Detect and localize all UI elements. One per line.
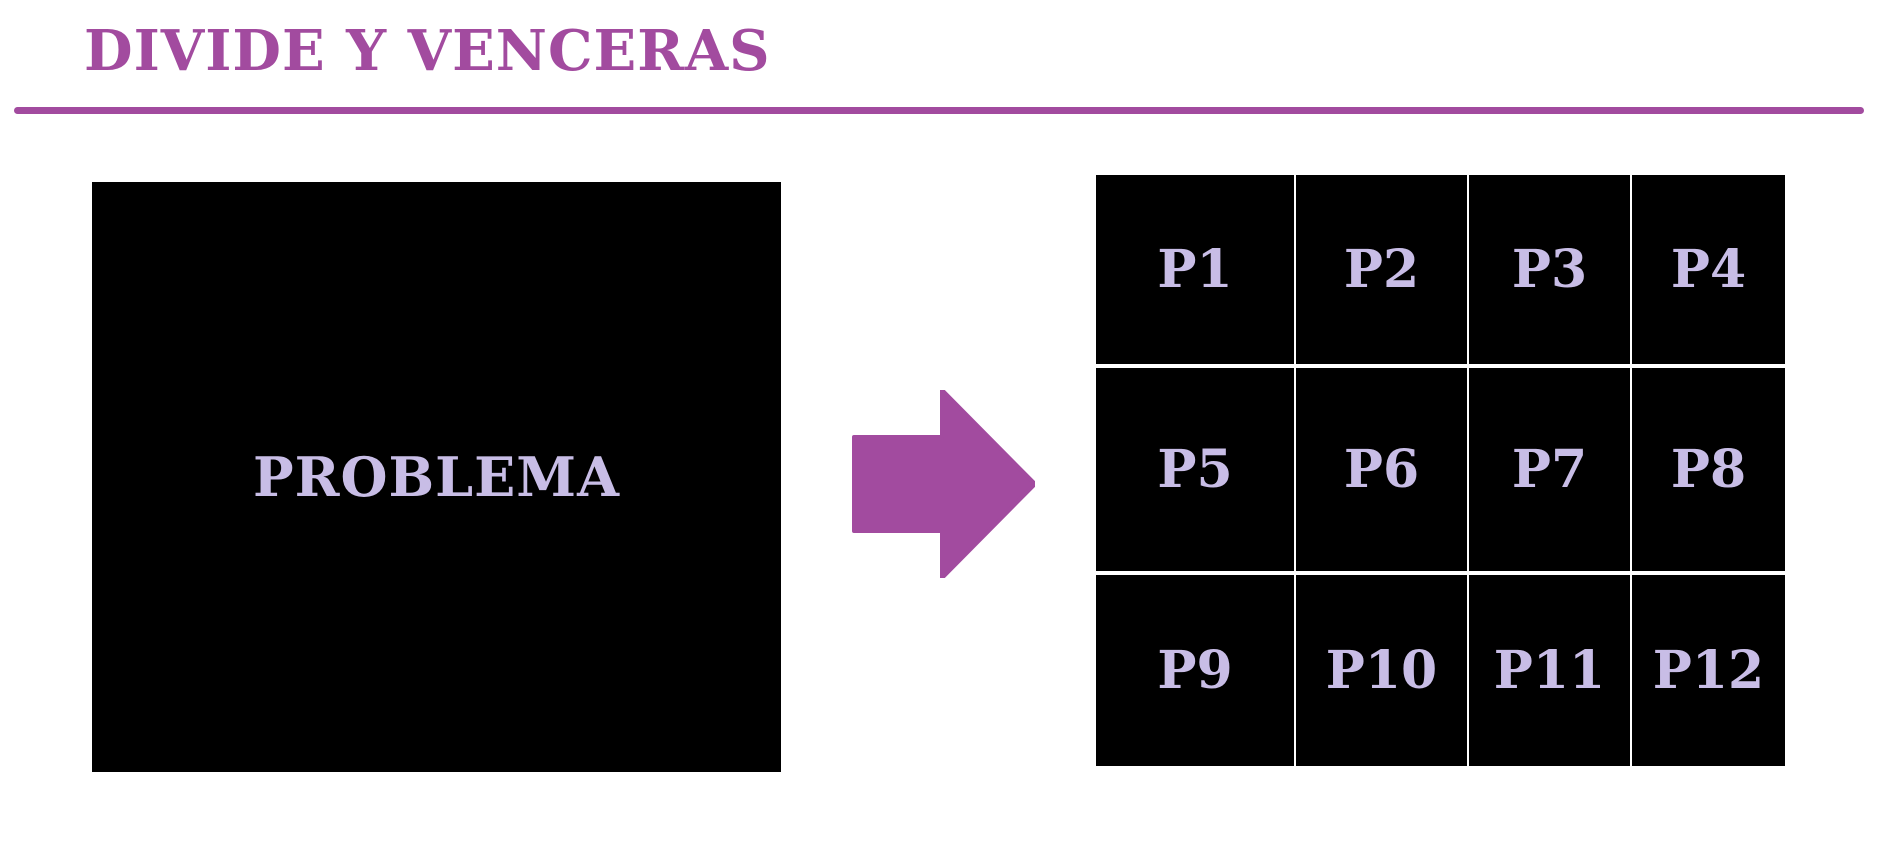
- slide-title: DIVIDE Y VENCERAS: [84, 18, 771, 84]
- subproblem-label: P2: [1343, 239, 1420, 300]
- subproblem-cell: P11: [1469, 575, 1630, 766]
- subproblem-label: P9: [1157, 640, 1233, 701]
- subproblem-label: P11: [1493, 640, 1606, 701]
- subproblem-cell: P9: [1096, 575, 1294, 766]
- problem-label: PROBLEMA: [253, 445, 620, 509]
- subproblem-label: P4: [1670, 239, 1747, 300]
- subproblem-label: P5: [1157, 439, 1233, 500]
- subproblem-label: P10: [1325, 640, 1438, 701]
- subproblem-label: P7: [1511, 439, 1588, 500]
- right-arrow-icon: [852, 390, 1035, 578]
- subproblem-label: P1: [1157, 239, 1233, 300]
- title-divider: [14, 107, 1864, 114]
- subproblem-grid: P1 P2 P3 P4 P5 P6 P7 P8 P9 P10 P11 P12: [1096, 175, 1785, 766]
- subproblem-label: P3: [1511, 239, 1588, 300]
- subproblem-cell: P2: [1296, 175, 1467, 364]
- subproblem-label: P8: [1670, 439, 1747, 500]
- problem-box: PROBLEMA: [92, 182, 781, 772]
- subproblem-cell: P6: [1296, 368, 1467, 571]
- subproblem-cell: P10: [1296, 575, 1467, 766]
- subproblem-cell: P3: [1469, 175, 1630, 364]
- subproblem-cell: P8: [1632, 368, 1785, 571]
- subproblem-label: P12: [1652, 640, 1765, 701]
- subproblem-cell: P5: [1096, 368, 1294, 571]
- subproblem-label: P6: [1343, 439, 1420, 500]
- subproblem-cell: P1: [1096, 175, 1294, 364]
- subproblem-cell: P7: [1469, 368, 1630, 571]
- subproblem-cell: P4: [1632, 175, 1785, 364]
- subproblem-cell: P12: [1632, 575, 1785, 766]
